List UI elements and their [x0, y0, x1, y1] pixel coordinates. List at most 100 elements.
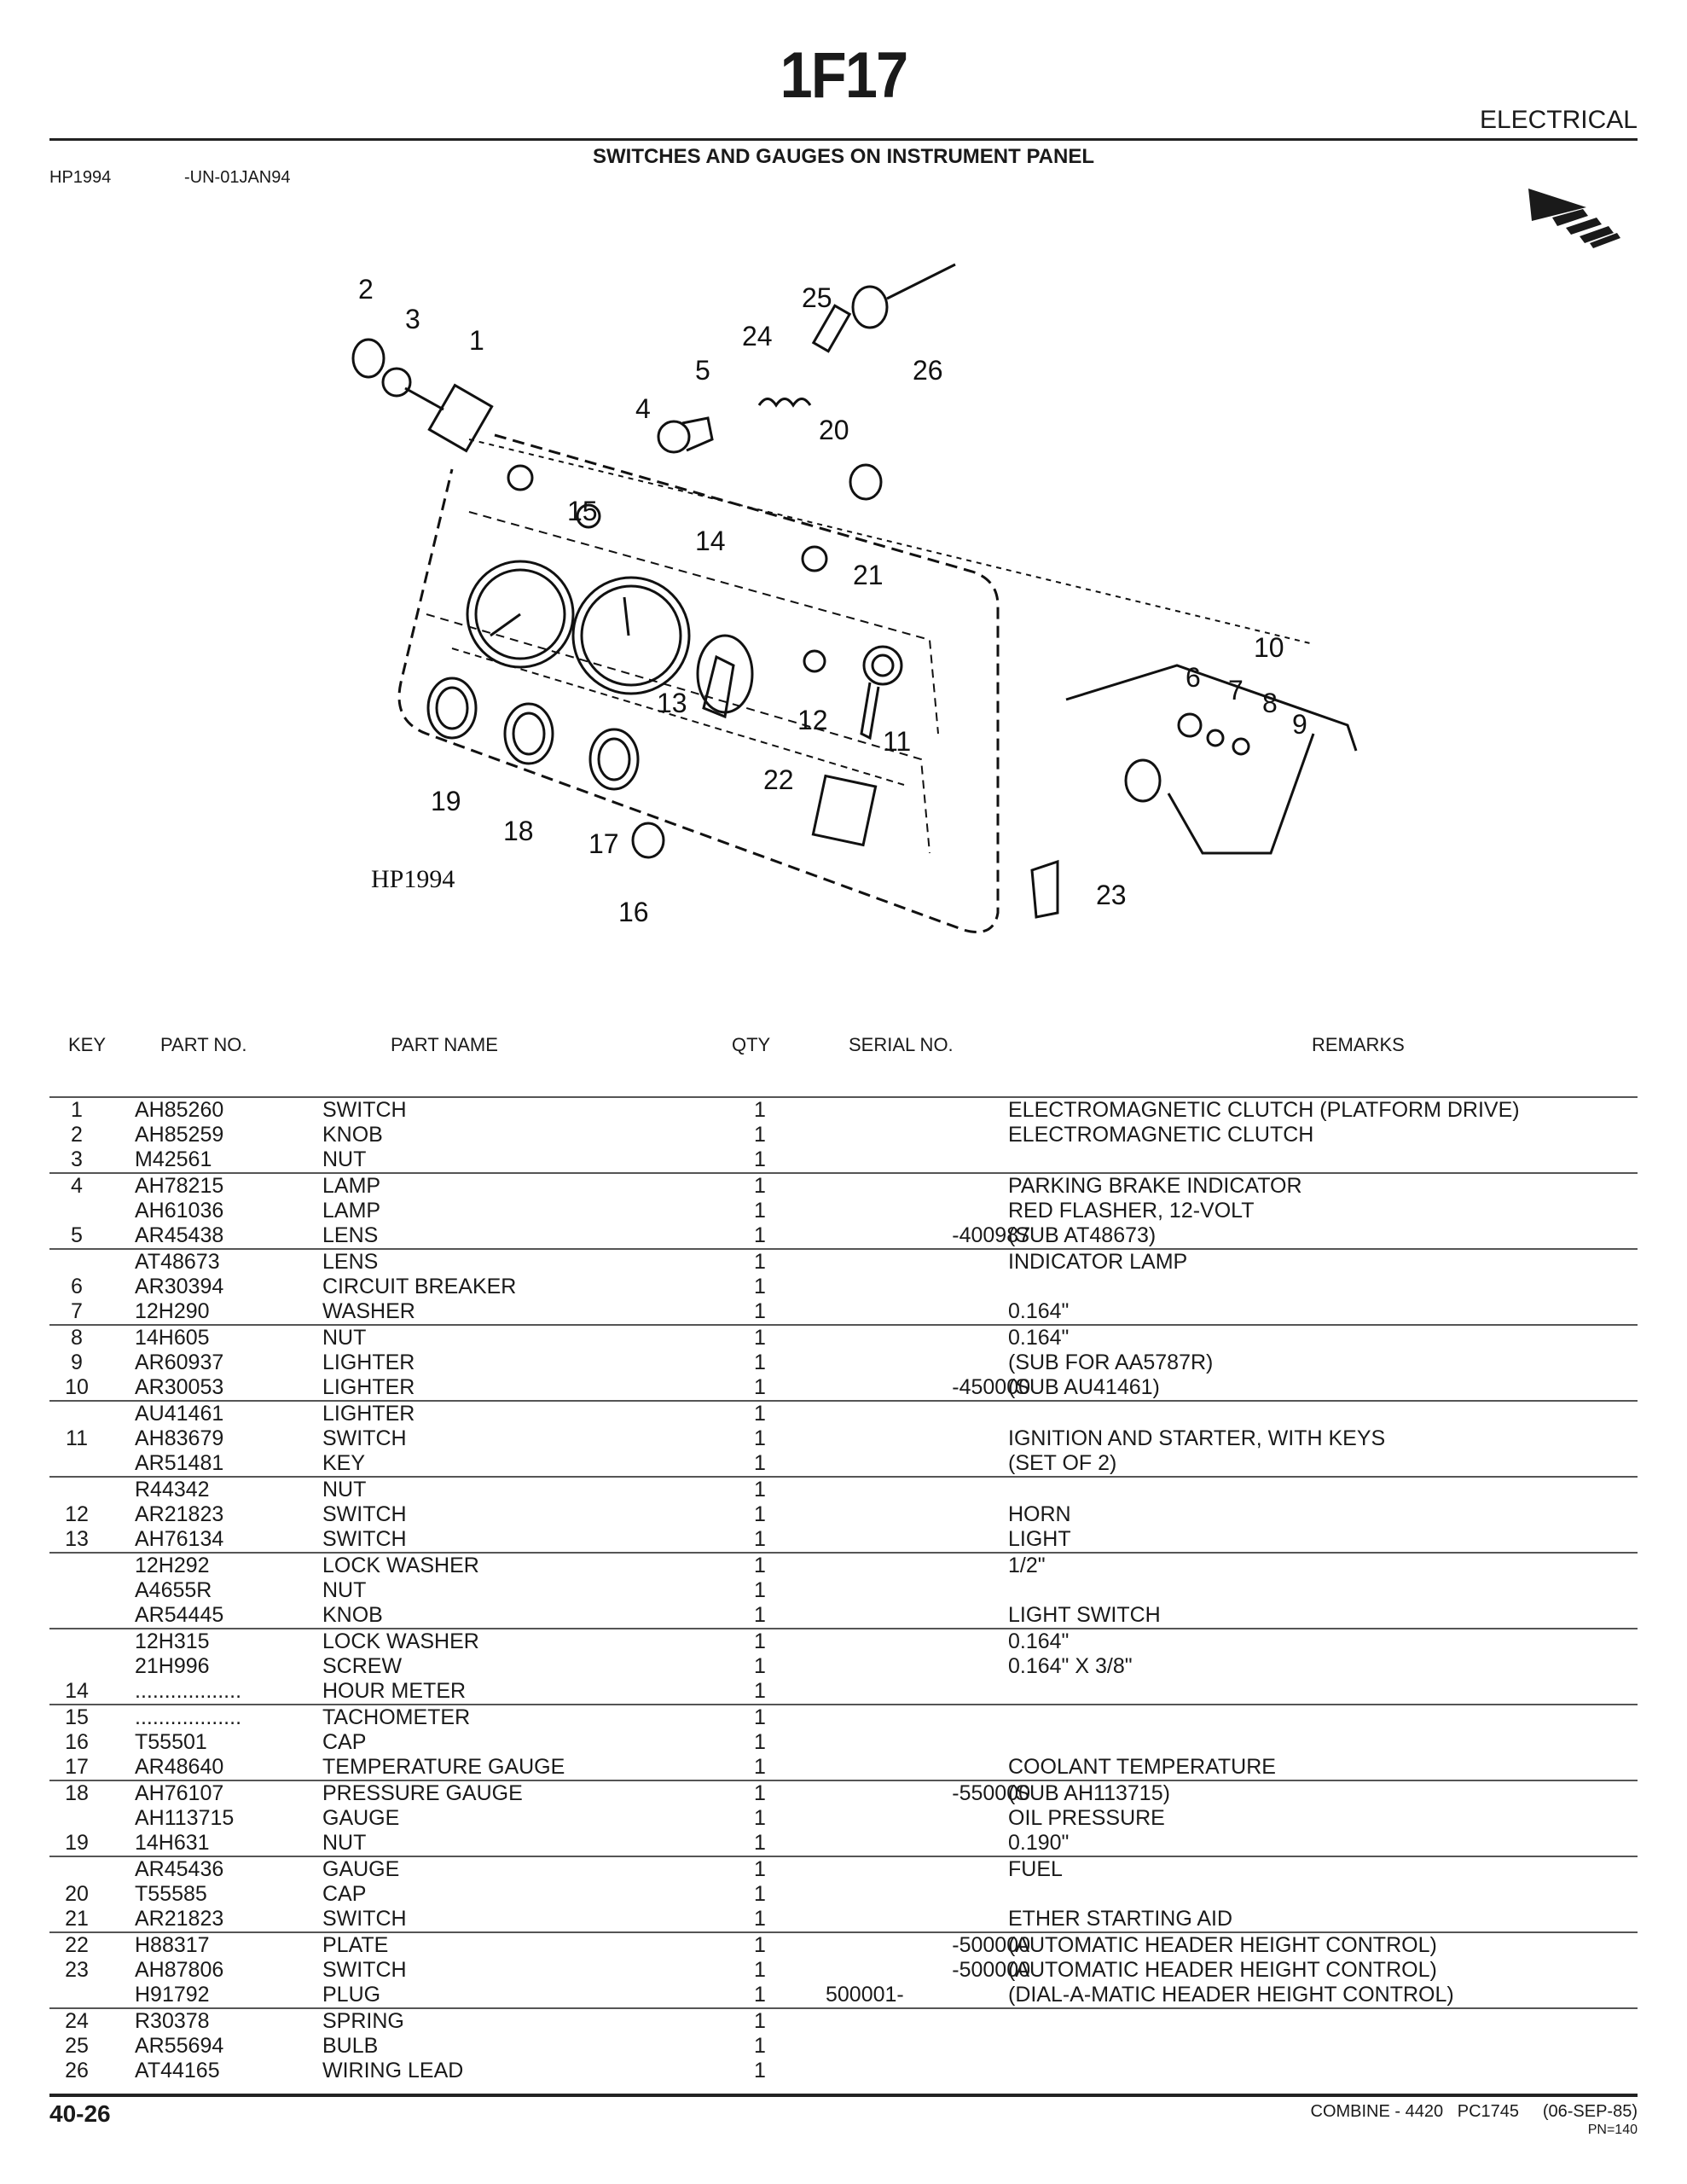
key-cell: 15: [65, 1705, 89, 1729]
callout-1: 1: [469, 325, 484, 356]
part-number-cell: AT44165: [135, 2059, 220, 2082]
key-cell: 20: [65, 1882, 89, 1906]
part-number-cell: AR30053: [135, 1375, 224, 1399]
bulb-part: [811, 304, 852, 353]
key-cell: 5: [71, 1223, 83, 1247]
part-name-cell: NUT: [322, 1147, 367, 1171]
part-number-cell: AH85259: [135, 1123, 224, 1147]
part-number-cell: AH78215: [135, 1174, 224, 1198]
remarks-cell: 0.164": [1008, 1299, 1070, 1323]
part-number-cell: 14H605: [135, 1326, 210, 1350]
part-number-cell: AR21823: [135, 1907, 224, 1931]
callout-6: 6: [1186, 662, 1201, 693]
qty-cell: 1: [754, 1098, 766, 1122]
callout-3: 3: [405, 304, 420, 334]
serial-number-cell: 500001-: [826, 1983, 904, 2007]
callout-21: 21: [853, 560, 884, 590]
part-name-cell: PLATE: [322, 1933, 389, 1957]
remarks-cell: (DIAL-A-MATIC HEADER HEIGHT CONTROL): [1008, 1983, 1454, 2007]
callout-5: 5: [695, 355, 710, 386]
lamp-indicator-part: [576, 503, 601, 529]
part-number-cell: AR54445: [135, 1603, 224, 1627]
part-number-cell: AH76107: [135, 1781, 224, 1805]
part-number-cell: AR55694: [135, 2034, 224, 2058]
part-name-cell: SWITCH: [322, 1502, 407, 1526]
remarks-cell: ELECTROMAGNETIC CLUTCH (PLATFORM DRIVE): [1008, 1098, 1520, 1122]
remarks-cell: PARKING BRAKE INDICATOR: [1008, 1174, 1302, 1198]
lamp-part: [507, 464, 534, 491]
light-switch-part: [696, 634, 754, 719]
callout-labels: 2 3 1 4 5 24 25 26 20 21 15 14 13 12 11 …: [358, 274, 1307, 927]
wiring-lead-part: [851, 263, 956, 329]
lighter-assembly-part: [1065, 664, 1358, 855]
serial-number-cell: -550000: [952, 1781, 1030, 1805]
key-cell: 2: [71, 1123, 83, 1147]
key-cell: 17: [65, 1755, 89, 1779]
column-qty: QTY: [732, 1034, 771, 1055]
key-cell: 1: [71, 1098, 83, 1122]
column-part-no: PART NO.: [160, 1034, 247, 1055]
remarks-cell: 0.190": [1008, 1831, 1070, 1855]
part-name-cell: NUT: [322, 1578, 367, 1602]
key-cell: 13: [65, 1527, 89, 1551]
part-name-cell: LAMP: [322, 1174, 381, 1198]
callout-23: 23: [1096, 880, 1127, 910]
lens-part: [657, 416, 714, 454]
part-number-cell: AR48640: [135, 1755, 224, 1779]
remarks-cell: OIL PRESSURE: [1008, 1806, 1165, 1830]
part-name-cell: LIGHTER: [322, 1375, 415, 1399]
part-number-cell: T55501: [135, 1730, 207, 1754]
key-cell: 21: [65, 1907, 89, 1931]
remarks-cell: (SUB AT48673): [1008, 1223, 1157, 1247]
qty-cell: 1: [754, 1654, 766, 1678]
qty-cell: 1: [754, 1147, 766, 1171]
page-title: 1F17: [780, 39, 909, 112]
remarks-cell: INDICATOR LAMP: [1008, 1250, 1188, 1274]
part-number-cell: H88317: [135, 1933, 210, 1957]
remarks-cell: ELECTROMAGNETIC CLUTCH: [1008, 1123, 1314, 1147]
key-cell: 14: [65, 1679, 89, 1703]
callout-10: 10: [1254, 632, 1284, 663]
horn-switch-part: [803, 649, 826, 673]
part-name-cell: WASHER: [322, 1299, 415, 1323]
qty-cell: 1: [754, 1223, 766, 1247]
qty-cell: 1: [754, 1275, 766, 1298]
page-number: 40-26: [49, 2100, 111, 2127]
qty-cell: 1: [754, 1527, 766, 1551]
part-name-cell: SCREW: [322, 1654, 403, 1678]
tachometer-part: [466, 560, 575, 669]
exploded-parts-diagram: 2 3 1 4 5 24 25 26 20 21 15 14 13 12 11 …: [351, 263, 1358, 933]
diagram-caption: HP1994: [371, 865, 455, 893]
part-number-cell: M42561: [135, 1147, 212, 1171]
part-number-cell: 12H290: [135, 1299, 210, 1323]
key-cell: 6: [71, 1275, 83, 1298]
qty-cell: 1: [754, 1502, 766, 1526]
remarks-cell: IGNITION AND STARTER, WITH KEYS: [1008, 1426, 1386, 1450]
part-name-cell: LENS: [322, 1250, 379, 1274]
key-cell: 4: [71, 1174, 83, 1198]
part-number-cell: AR45436: [135, 1857, 224, 1881]
part-number-cell: AR45438: [135, 1223, 224, 1247]
serial-number-cell: -400987: [952, 1223, 1030, 1247]
qty-cell: 1: [754, 1907, 766, 1931]
callout-17: 17: [588, 828, 619, 859]
remarks-cell: 0.164": [1008, 1326, 1070, 1350]
qty-cell: 1: [754, 2009, 766, 2033]
part-number-cell: 14H631: [135, 1831, 210, 1855]
panel-inner-bottom: [426, 613, 930, 854]
